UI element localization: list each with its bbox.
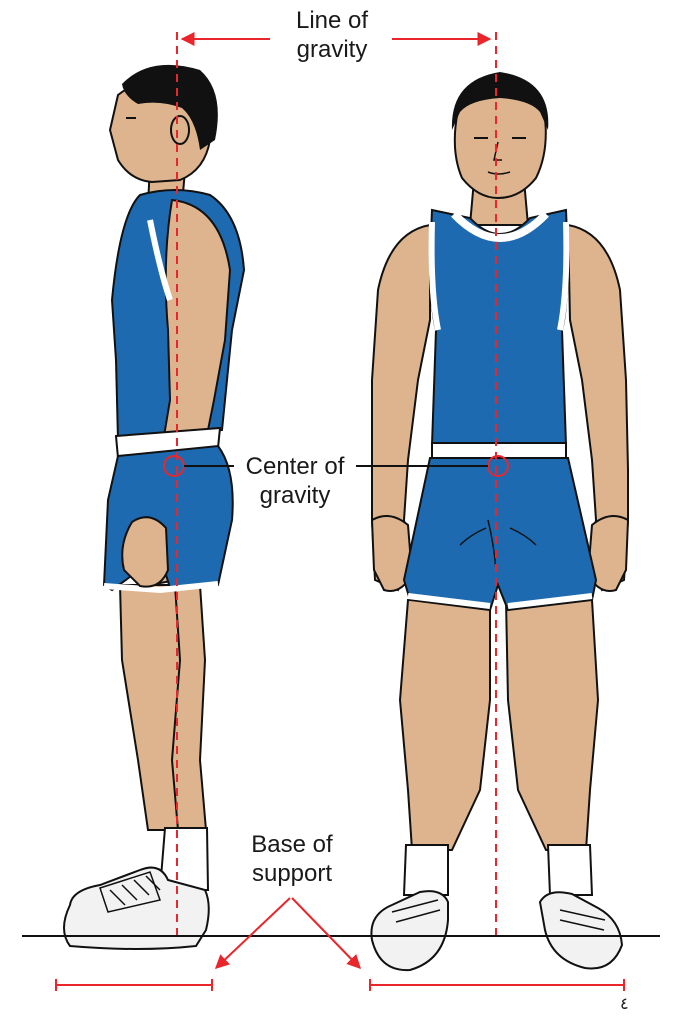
base-span-side — [56, 979, 212, 991]
front-view-figure — [371, 72, 628, 970]
base-of-support-label: Base of support — [232, 830, 352, 888]
base-span-front — [370, 979, 624, 991]
side-view-figure — [64, 65, 244, 949]
line-of-gravity-line1: Line of — [272, 6, 392, 35]
base-of-support-line2: support — [232, 859, 352, 888]
page-number: ٤ — [620, 994, 629, 1013]
center-of-gravity-line1: Center of — [234, 452, 356, 481]
base-arrow-right — [292, 898, 360, 968]
line-of-gravity-line2: gravity — [272, 35, 392, 64]
base-arrow-left — [216, 898, 290, 968]
base-of-support-line1: Base of — [232, 830, 352, 859]
center-of-gravity-label: Center of gravity — [234, 452, 356, 510]
line-of-gravity-label: Line of gravity — [272, 6, 392, 64]
center-of-gravity-line2: gravity — [234, 481, 356, 510]
